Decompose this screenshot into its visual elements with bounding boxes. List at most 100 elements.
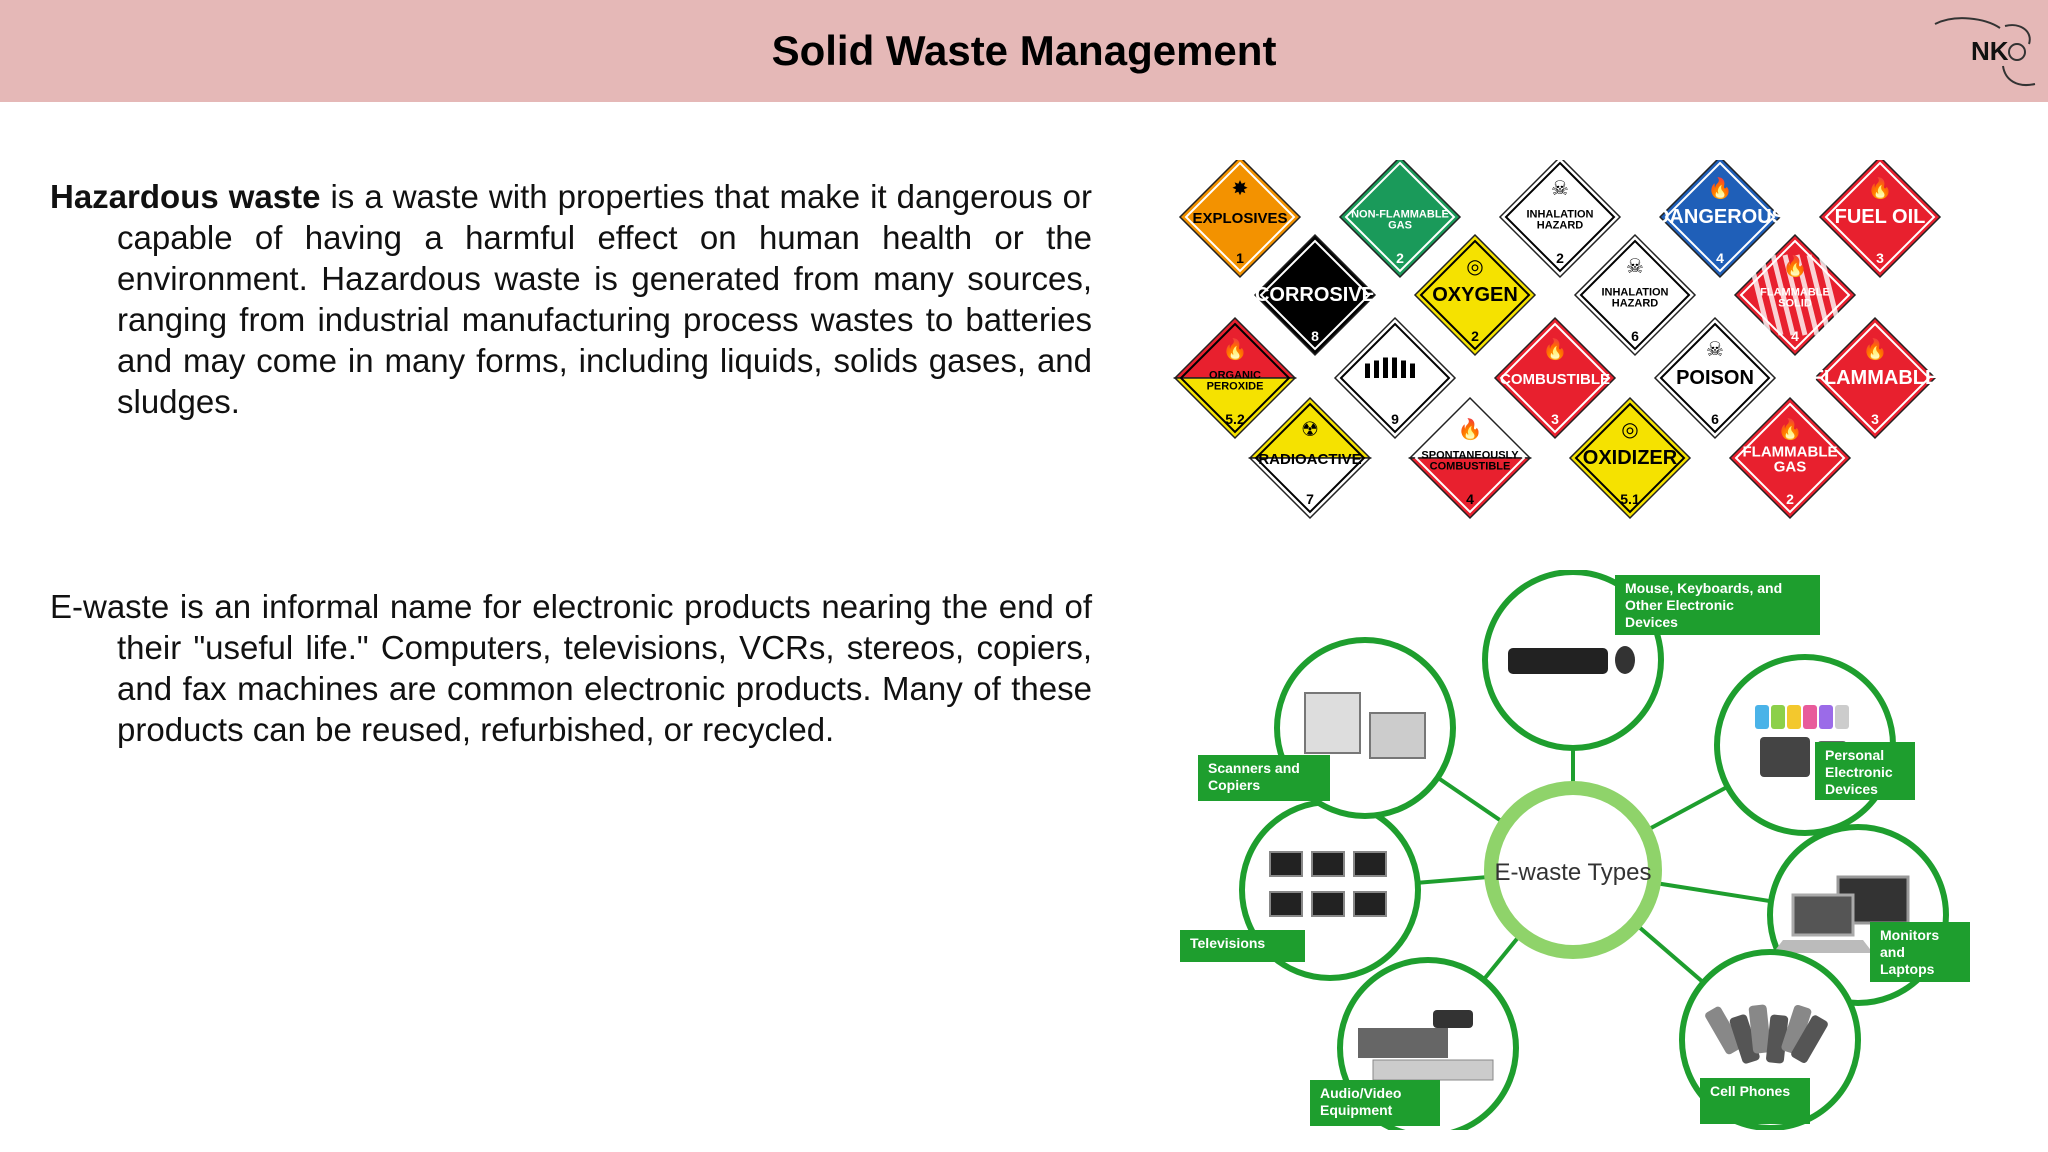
- ewaste-paragraph: E-waste is an informal name for electron…: [50, 586, 1092, 750]
- svg-text:and: and: [1880, 944, 1905, 960]
- placard-label: FLAMMABLE: [1760, 287, 1830, 299]
- hazardous-waste-text: is a waste with properties that make it …: [117, 178, 1093, 420]
- svg-text:Televisions: Televisions: [1190, 935, 1265, 951]
- placard-symbol-icon: ☠: [1551, 178, 1569, 200]
- svg-text:Equipment: Equipment: [1320, 1102, 1393, 1118]
- placard-symbol-icon: ☠: [1626, 256, 1644, 278]
- placard-label: RADIOACTIVE: [1258, 451, 1361, 468]
- title-bar: Solid Waste Management NK: [0, 0, 2048, 102]
- placard-class-number: 2: [1471, 328, 1479, 344]
- svg-text:Scanners and: Scanners and: [1208, 760, 1300, 776]
- placard-class-number: 5.2: [1225, 411, 1245, 427]
- placard-label: DANGEROUS: [1655, 206, 1785, 228]
- placard-label: POISON: [1676, 367, 1754, 389]
- placard-class-number: 7: [1306, 491, 1314, 507]
- placard-symbol-icon: 🔥: [1223, 337, 1248, 361]
- svg-text:Electronic: Electronic: [1825, 764, 1893, 780]
- placard-label: SOLID: [1778, 298, 1812, 310]
- slide-title: Solid Waste Management: [771, 27, 1277, 74]
- placard-symbol-icon: 🔥: [1708, 176, 1733, 200]
- placard-label: ORGANIC: [1209, 370, 1261, 382]
- placard-class-number: 3: [1551, 411, 1559, 427]
- placard-symbol-icon: ◎: [1466, 256, 1483, 278]
- hazardous-waste-paragraph: Hazardous waste is a waste with properti…: [50, 176, 1092, 422]
- svg-text:Monitors: Monitors: [1880, 927, 1939, 943]
- svg-text:Audio/Video: Audio/Video: [1320, 1085, 1401, 1101]
- placard-label: OXYGEN: [1432, 284, 1518, 306]
- placard-symbol-icon: 🔥: [1458, 417, 1483, 441]
- placard-class-number: 9: [1391, 411, 1399, 427]
- placard-symbol-icon: 🔥: [1543, 337, 1568, 361]
- placard-class-number: 2: [1786, 491, 1794, 507]
- ewaste-node: Cell Phones: [1679, 949, 1861, 1130]
- placard-label: FLAMMABLE: [1812, 367, 1939, 389]
- placard-class-number: 2: [1556, 250, 1564, 266]
- svg-text:Other Electronic: Other Electronic: [1625, 597, 1734, 613]
- hazard-placard: ☢ RADIOACTIVE 7: [1248, 396, 1372, 520]
- placard-label: FUEL OIL: [1835, 206, 1926, 228]
- placard-label: COMBUSTIBLE: [1500, 371, 1610, 388]
- ewaste-node-label: Cell Phones: [1700, 1078, 1810, 1124]
- placard-label: INHALATION: [1601, 287, 1668, 299]
- placard-class-number: 6: [1631, 328, 1639, 344]
- svg-text:Devices: Devices: [1825, 781, 1878, 797]
- placard-label: COMBUSTIBLE: [1430, 461, 1511, 473]
- hazard-placard: 9: [1333, 316, 1457, 440]
- placard-class-number: 3: [1876, 250, 1884, 266]
- svg-text:Cell Phones: Cell Phones: [1710, 1083, 1790, 1099]
- placard-class-number: 2: [1396, 250, 1404, 266]
- ewaste-types-diagram: E-waste Types Mouse, Keyboards, andOther …: [1180, 570, 1970, 1130]
- hazard-placard: ◎ OXYGEN 2: [1413, 233, 1537, 357]
- placard-label: HAZARD: [1537, 220, 1583, 232]
- placard-symbol-icon: ☠: [1706, 339, 1724, 361]
- nk-logo-icon: NK: [1934, 17, 2036, 86]
- placard-label: PEROXIDE: [1207, 381, 1264, 393]
- placard-symbol-icon: 🔥: [1863, 337, 1888, 361]
- logo-text: NK: [1971, 36, 2009, 66]
- television-icon: [1269, 851, 1387, 917]
- svg-text:Mouse, Keyboards, and: Mouse, Keyboards, and: [1625, 580, 1782, 596]
- ewaste-node-label: Televisions: [1180, 930, 1305, 962]
- placard-symbol-icon: ✸: [1232, 178, 1249, 200]
- placard-symbol-icon: 🔥: [1783, 254, 1808, 278]
- copier-icon: [1304, 692, 1426, 759]
- center-node: [1484, 781, 1662, 959]
- hazard-placard: 🔥 COMBUSTIBLE 3: [1493, 316, 1617, 440]
- placard-label: FLAMMABLE: [1743, 444, 1838, 461]
- svg-text:Devices: Devices: [1625, 614, 1678, 630]
- keyboard-icon: [1508, 646, 1635, 674]
- laptop-icon: [1773, 875, 1910, 953]
- center-label: E-waste Types: [1495, 859, 1652, 886]
- hazard-placards-image: ✸EXPLOSIVES1NON-FLAMMABLEGAS2☠INHALATION…: [1173, 160, 1942, 520]
- placard-label: EXPLOSIVES: [1192, 210, 1287, 227]
- placard-symbol-icon: 🔥: [1778, 417, 1803, 441]
- ewaste-text: E-waste is an informal name for electron…: [50, 588, 1092, 748]
- placard-symbol-icon: ☢: [1301, 419, 1319, 441]
- placard-class-number: 4: [1791, 328, 1799, 344]
- ewaste-node: Televisions: [1180, 799, 1421, 981]
- svg-text:Personal: Personal: [1825, 747, 1884, 763]
